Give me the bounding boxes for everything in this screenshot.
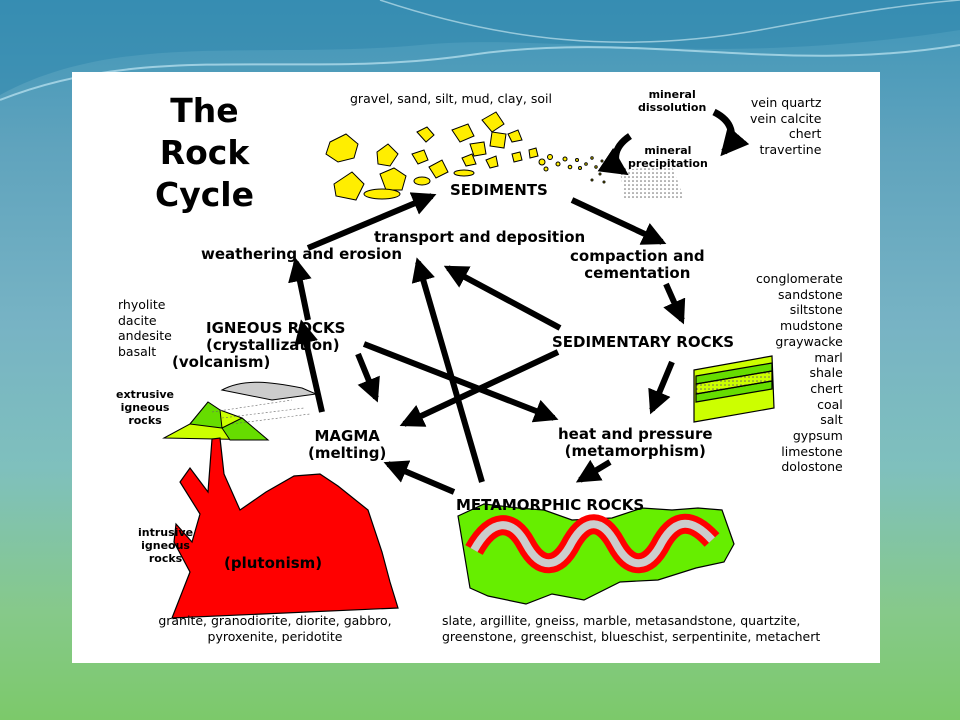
plutonism-label: (plutonism) (224, 554, 323, 572)
rock-cycle-diagram: The Rock Cycle gravel, sand, silt, mud, … (72, 72, 880, 663)
intrusive-label: intrusive igneous rocks (138, 526, 194, 565)
sediments-label: SEDIMENTS (450, 181, 548, 199)
metamorphic-block (457, 503, 735, 605)
igneous-examples: rhyolite dacite andesite basalt (118, 297, 172, 359)
pluton-body (171, 437, 399, 619)
metamorphic-rocks-label: METAMORPHIC ROCKS (456, 496, 645, 514)
diagram-graphics (162, 108, 775, 619)
cycle-arrows (288, 192, 686, 495)
diagram-title: The Rock Cycle (155, 91, 254, 214)
intrusive-examples: granite, granodiorite, diorite, gabbro, … (158, 613, 392, 644)
heat-pressure-label: heat and pressure (metamorphism) (558, 425, 713, 460)
dissolution-arrow (597, 133, 633, 176)
sediments-examples: gravel, sand, silt, mud, clay, soil (350, 91, 552, 106)
fine-sediment (620, 166, 684, 200)
sedimentary-rocks-label: SEDIMENTARY ROCKS (552, 333, 735, 351)
compaction-cementation-label: compaction and cementation (570, 247, 705, 282)
precipitation-arrow (712, 108, 750, 157)
sediment-clasts (325, 111, 614, 201)
igneous-rocks-label: IGNEOUS ROCKS (crystallization) (volcani… (172, 319, 346, 371)
magma-label: MAGMA (melting) (308, 427, 387, 462)
transport-deposition-label: transport and deposition (374, 228, 586, 246)
sedimentary-block (693, 355, 775, 423)
volcano-extrusive (162, 381, 318, 441)
weathering-erosion-label: weathering and erosion (201, 245, 403, 263)
extrusive-label: extrusive igneous rocks (116, 388, 175, 427)
metamorphic-examples: slate, argillite, gneiss, marble, metasa… (442, 613, 821, 644)
sedimentary-examples: conglomerate sandstone siltstone mudston… (756, 271, 843, 475)
chemical-sediment-examples: vein quartz vein calcite chert travertin… (750, 95, 822, 157)
